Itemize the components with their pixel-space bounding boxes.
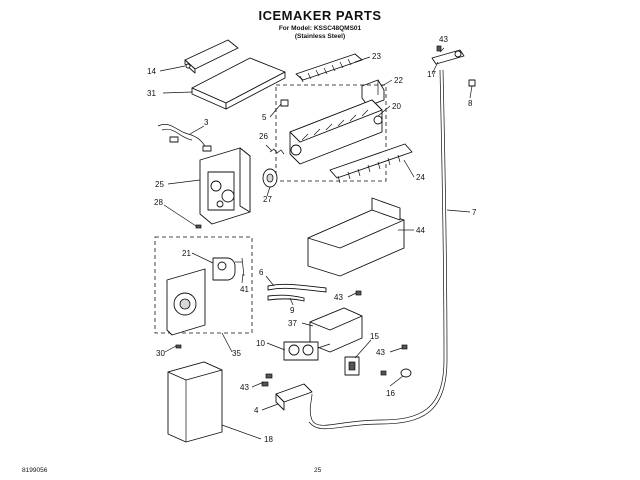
part-switch-15 (344, 356, 360, 376)
part-screw-43d (436, 45, 442, 52)
part-screw-30 (175, 344, 182, 349)
part-module-housing-25 (199, 147, 251, 225)
finish-line: (Stainless Steel) (294, 33, 346, 40)
part-gear-27 (262, 168, 278, 188)
callout-10: 10 (256, 339, 265, 348)
callout-28: 28 (154, 198, 163, 207)
part-screw-5 (280, 99, 289, 107)
part-thermostat-22 (361, 79, 385, 107)
callout-18: 18 (264, 435, 273, 444)
callout-8: 8 (468, 99, 473, 108)
page-title: ICEMAKER PARTS (258, 8, 382, 23)
callout-labels: 14 31 3 25 28 21 41 30 35 23 22 5 20 26 … (147, 35, 477, 444)
part-shelf-31 (191, 57, 286, 110)
assembly-group-35 (154, 236, 253, 336)
callout-7: 7 (472, 208, 477, 217)
callout-31: 31 (147, 89, 156, 98)
callout-17: 17 (427, 70, 436, 79)
part-wire-harness-3 (157, 124, 212, 152)
callout-43-a: 43 (334, 293, 343, 302)
callout-25: 25 (155, 180, 164, 189)
part-rake-24 (329, 143, 413, 184)
part-nut-8 (468, 79, 476, 87)
part-screw-43b (380, 344, 408, 376)
part-fitting-17 (431, 49, 465, 65)
callout-9: 9 (290, 306, 295, 315)
page-number: 25 (314, 467, 322, 474)
callout-26: 26 (259, 132, 268, 141)
part-cover-14 (184, 39, 239, 74)
callout-15: 15 (370, 332, 379, 341)
callout-23: 23 (372, 52, 381, 61)
callout-41: 41 (240, 285, 249, 294)
part-cover-18 (167, 361, 223, 443)
callout-21: 21 (182, 249, 191, 258)
part-screw-43c (261, 373, 273, 387)
model-line: For Model: KSSC48QMS01 (278, 25, 362, 32)
part-bracket-44 (307, 197, 405, 277)
callout-14: 14 (147, 67, 156, 76)
document-number: 8199056 (22, 467, 48, 474)
callout-44: 44 (416, 226, 425, 235)
callout-37: 37 (288, 319, 297, 328)
icemaker-assembly-20 (275, 84, 387, 182)
callout-16: 16 (386, 389, 395, 398)
callout-6: 6 (259, 268, 264, 277)
part-water-tube-7 (308, 69, 448, 430)
callout-35: 35 (232, 349, 241, 358)
part-screw-28 (195, 224, 202, 229)
callout-3: 3 (204, 118, 209, 127)
callout-43-d: 43 (439, 35, 448, 44)
part-valve-bracket-37 (309, 307, 363, 353)
callout-30: 30 (156, 349, 165, 358)
callout-4: 4 (254, 406, 259, 415)
callout-20: 20 (392, 102, 401, 111)
callout-43-c: 43 (240, 383, 249, 392)
part-grommet-9 (267, 294, 305, 302)
part-ejector-23 (295, 53, 363, 83)
callout-24: 24 (416, 173, 425, 182)
leader-lines (159, 47, 473, 440)
part-screw-43a (355, 290, 362, 296)
part-grommet-16 (400, 368, 412, 378)
part-fill-tube-6 (267, 283, 327, 293)
callout-43-b: 43 (376, 348, 385, 357)
callout-5: 5 (262, 113, 267, 122)
part-spring-26 (269, 148, 285, 155)
part-clamp-4 (275, 383, 313, 411)
callout-27: 27 (263, 195, 272, 204)
part-water-valve-10 (283, 341, 331, 361)
callout-22: 22 (394, 76, 403, 85)
